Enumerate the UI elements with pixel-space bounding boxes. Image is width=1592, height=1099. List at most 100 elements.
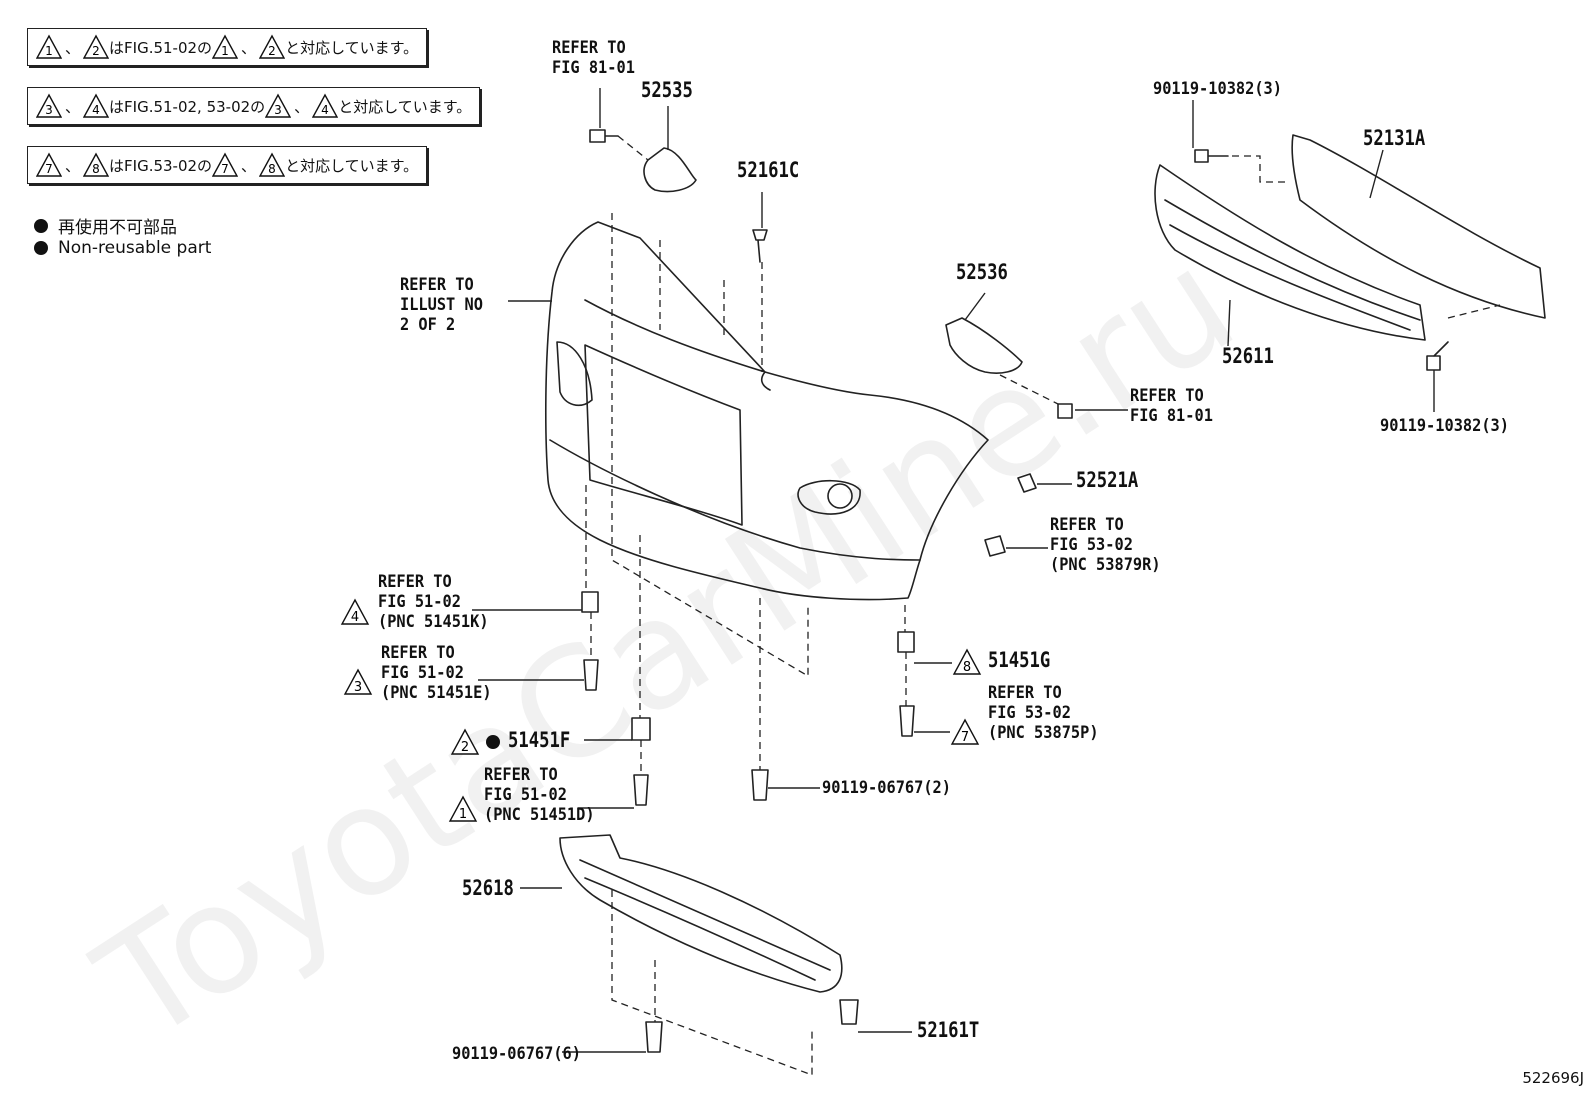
bracket-52535 <box>643 147 697 193</box>
fog-lamp-lens <box>827 483 853 509</box>
note-text: はFIG.53-02の <box>109 156 213 175</box>
svg-text:2: 2 <box>92 44 100 58</box>
separator: 、 <box>65 97 81 116</box>
bolt-51451d <box>633 774 649 806</box>
label-51451g: 51451G <box>988 648 1051 672</box>
separator: 、 <box>65 156 81 175</box>
separator: 、 <box>241 38 257 57</box>
label-52618: 52618 <box>462 876 514 900</box>
bumper-lower-lip <box>549 439 921 561</box>
svg-text:8: 8 <box>268 162 276 176</box>
label-52536: 52536 <box>956 260 1008 284</box>
reinforcement-52131a <box>1291 134 1546 319</box>
marker-triangle-2-icon: 2 <box>450 728 480 755</box>
svg-text:1: 1 <box>45 44 53 58</box>
svg-text:3: 3 <box>274 103 282 117</box>
label-bolt-bottom: 90119-10382(3) <box>1380 416 1509 436</box>
warning-triangle-icon: 3 <box>36 93 62 118</box>
clip-53879r <box>984 535 1006 557</box>
nut-51451g <box>897 631 915 653</box>
note-text: と対応しています。 <box>338 97 472 116</box>
bumper-grille-opening <box>584 344 743 526</box>
absorber-52611 <box>1154 164 1426 341</box>
svg-text:4: 4 <box>351 610 359 625</box>
svg-text:7: 7 <box>221 162 229 176</box>
svg-text:7: 7 <box>45 162 53 176</box>
warning-triangle-icon: 8 <box>259 152 286 177</box>
warning-triangle-icon: 3 <box>265 93 292 118</box>
marker-triangle-4-icon: 4 <box>340 598 370 625</box>
label-refer-51451d: REFER TO FIG 51-02 (PNC 51451D) <box>484 765 595 825</box>
non-reusable-dot-icon <box>486 735 500 749</box>
separator: 、 <box>241 156 257 175</box>
label-51451f: 51451F <box>508 728 571 752</box>
fog-lamp <box>797 479 861 515</box>
label-refer-53879r: REFER TO FIG 53-02 (PNC 53879R) <box>1050 515 1161 575</box>
svg-text:7: 7 <box>961 730 969 745</box>
svg-text:8: 8 <box>963 660 971 675</box>
warning-triangle-icon: 1 <box>212 34 239 59</box>
warning-triangle-icon: 7 <box>36 152 62 177</box>
bolt-90119-top <box>1194 149 1229 163</box>
nut-51451k <box>581 591 599 613</box>
nut-81-01 <box>1057 403 1073 419</box>
separator: 、 <box>294 97 310 116</box>
bolt-90119-06767-2 <box>751 769 769 801</box>
label-52161c: 52161C <box>737 158 800 182</box>
label-bolt-top: 90119-10382(3) <box>1153 79 1282 99</box>
svg-text:4: 4 <box>92 103 100 117</box>
label-52535: 52535 <box>641 78 693 102</box>
drawing-code: 522696J <box>1522 1069 1584 1087</box>
warning-triangle-icon: 2 <box>259 34 286 59</box>
svg-text:2: 2 <box>461 740 469 755</box>
label-52131a: 52131A <box>1363 126 1426 150</box>
note-text: はFIG.51-02, 53-02の <box>109 97 266 116</box>
bolt-top-left <box>589 129 619 143</box>
note-3: 7 、 8 はFIG.53-02の 7 、 8 と対応しています。 <box>27 146 428 184</box>
bolt-90119-06767-6 <box>645 1021 663 1053</box>
svg-text:3: 3 <box>45 103 53 117</box>
warning-triangle-icon: 4 <box>83 93 110 118</box>
screw-52521a <box>1017 473 1037 493</box>
warning-triangle-icon: 7 <box>212 152 239 177</box>
bracket-52536 <box>945 317 1023 374</box>
legend-en: Non-reusable part <box>34 238 211 258</box>
note-text: と対応しています。 <box>285 38 419 57</box>
bolt-51451e <box>583 659 599 691</box>
note-2: 3 、 4 はFIG.51-02, 53-02の 3 、 4 と対応しています。 <box>27 87 481 125</box>
label-refer-81-01-mid: REFER TO FIG 81-01 <box>1130 386 1213 426</box>
bullet-icon <box>34 241 48 255</box>
note-text: と対応しています。 <box>285 156 419 175</box>
warning-triangle-icon: 4 <box>312 93 339 118</box>
nut-51451f <box>631 717 651 741</box>
svg-text:8: 8 <box>92 162 100 176</box>
separator: 、 <box>65 38 81 57</box>
label-52611: 52611 <box>1222 344 1274 368</box>
bolt-53875p <box>899 705 915 737</box>
label-refer-53875p: REFER TO FIG 53-02 (PNC 53875P) <box>988 683 1099 743</box>
note-text: はFIG.51-02の <box>109 38 213 57</box>
warning-triangle-icon: 2 <box>83 34 110 59</box>
bumper-upper-edge <box>584 299 771 391</box>
marker-triangle-8-icon: 8 <box>952 648 982 675</box>
note-1: 1 、 2 はFIG.51-02の 1 、 2 と対応しています。 <box>27 28 428 66</box>
marker-triangle-3-icon: 3 <box>343 668 373 695</box>
label-refer-illust: REFER TO ILLUST NO 2 OF 2 <box>400 275 483 335</box>
svg-text:2: 2 <box>268 44 276 58</box>
label-refer-51451k: REFER TO FIG 51-02 (PNC 51451K) <box>378 572 489 632</box>
warning-triangle-icon: 8 <box>83 152 110 177</box>
legend-ja: 再使用不可部品 <box>34 213 177 238</box>
label-refer-81-01-top: REFER TO FIG 81-01 <box>552 38 635 78</box>
label-52161t: 52161T <box>917 1018 980 1042</box>
clip-52161t <box>839 999 859 1025</box>
svg-text:1: 1 <box>459 807 467 822</box>
bullet-icon <box>34 218 48 233</box>
bumper-left-vent <box>556 341 593 407</box>
bolt-90119-bottom <box>1426 341 1449 371</box>
bumper-cover <box>544 221 989 601</box>
clip-52161c <box>752 229 768 263</box>
label-bolt-mid: 90119-06767(2) <box>822 778 951 798</box>
marker-triangle-7-icon: 7 <box>950 718 980 745</box>
